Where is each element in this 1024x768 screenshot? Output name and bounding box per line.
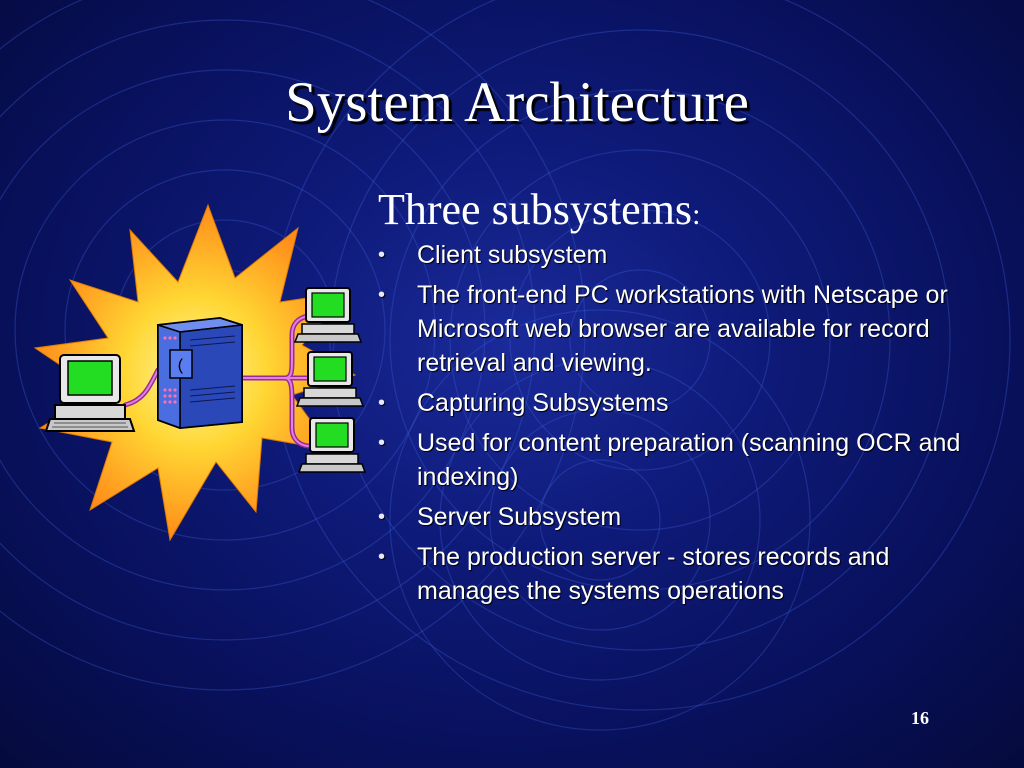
bullet-text: Server Subsystem bbox=[417, 503, 622, 531]
bullet-glyph: • bbox=[378, 284, 386, 306]
subtitle-colon: : bbox=[692, 198, 701, 231]
bullet-glyph: • bbox=[378, 392, 386, 414]
bullet-item: • The front-end PC workstations with Nets… bbox=[378, 278, 988, 380]
slide-title: System Architecture bbox=[285, 71, 749, 134]
subtitle-text: Three subsystems bbox=[378, 185, 693, 234]
bullet-list: • Client subsystem • The front-end PC work… bbox=[378, 238, 988, 614]
workstation-icon bbox=[297, 417, 367, 473]
bullet-text: Used for content preparation (scanning O… bbox=[417, 429, 961, 491]
slide-subtitle: Three subsystems: bbox=[378, 184, 700, 235]
bullet-item: • Used for content preparation (scanning … bbox=[378, 426, 988, 494]
workstation-icon bbox=[44, 354, 136, 432]
bullet-text: Capturing Subsystems bbox=[417, 389, 669, 417]
bullet-text: The front-end PC workstations with Netsc… bbox=[417, 281, 948, 377]
workstation-icon bbox=[293, 287, 363, 343]
bullet-text: Client subsystem bbox=[417, 241, 608, 269]
bullet-glyph: • bbox=[378, 432, 386, 454]
bullet-item: • The production server - stores records … bbox=[378, 540, 988, 608]
bullet-text: The production server - stores records a… bbox=[417, 543, 890, 605]
bullet-item: • Client subsystem bbox=[378, 238, 988, 272]
server-tower-icon: ( bbox=[157, 316, 243, 430]
bullet-glyph: • bbox=[378, 506, 386, 528]
workstation-icon bbox=[295, 351, 365, 407]
svg-text:(: ( bbox=[176, 357, 186, 375]
bullet-item: • Capturing Subsystems bbox=[378, 386, 988, 420]
bullet-item: • Server Subsystem bbox=[378, 500, 988, 534]
network-starburst-clipart: ( bbox=[33, 203, 367, 542]
bullet-glyph: • bbox=[378, 244, 386, 266]
bullet-glyph: • bbox=[378, 546, 386, 568]
page-number: 16 bbox=[911, 708, 929, 728]
